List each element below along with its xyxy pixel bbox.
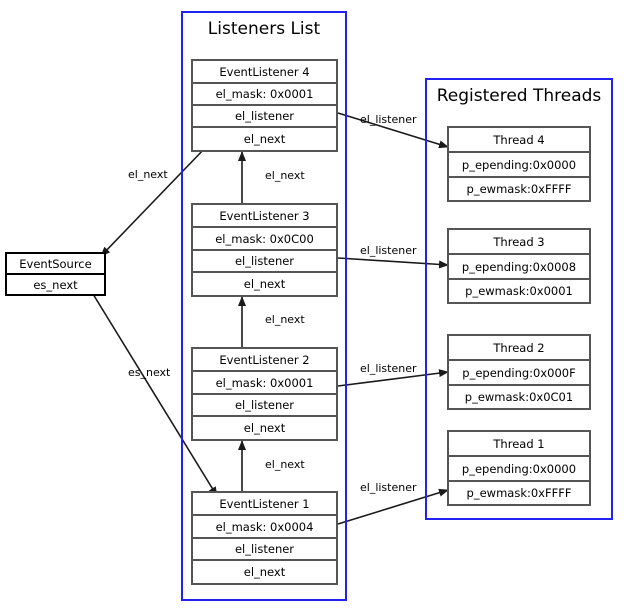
event-listener-4-el-next: el_next xyxy=(193,128,336,150)
event-source-box[interactable]: EventSource es_next xyxy=(5,252,106,296)
edge-label-es-next: es_next xyxy=(128,366,171,379)
event-listener-3-el-listener: el_listener xyxy=(193,251,336,273)
event-listener-4-el-listener: el_listener xyxy=(193,106,336,128)
event-listener-2-box[interactable]: EventListener 2 el_mask: 0x0001 el_liste… xyxy=(191,347,338,441)
event-listener-2-title: EventListener 2 xyxy=(193,349,336,372)
listeners-list-title: Listeners List xyxy=(207,19,321,39)
event-listener-1-el-next: el_next xyxy=(193,561,336,583)
event-listener-1-el-mask: el_mask: 0x0004 xyxy=(193,516,336,539)
event-listener-3-title: EventListener 3 xyxy=(193,205,336,228)
edge-label-el-listener-1: el_listener xyxy=(360,481,417,494)
event-listener-4-title: EventListener 4 xyxy=(193,61,336,84)
thread-3-p-ewmask: p_ewmask:0x0001 xyxy=(449,280,589,302)
thread-3-box[interactable]: Thread 3 p_epending:0x0008 p_ewmask:0x00… xyxy=(447,228,591,304)
edge-label-el-listener-4: el_listener xyxy=(360,113,417,126)
thread-2-p-epending: p_epending:0x000F xyxy=(449,361,589,386)
thread-2-p-ewmask: p_ewmask:0x0C01 xyxy=(449,386,589,408)
thread-3-p-epending: p_epending:0x0008 xyxy=(449,255,589,280)
edge-label-el-next-4-to-source: el_next xyxy=(128,168,168,181)
thread-1-box[interactable]: Thread 1 p_epending:0x0000 p_ewmask:0xFF… xyxy=(447,430,591,506)
event-listener-2-el-listener: el_listener xyxy=(193,395,336,417)
edge-label-el-next-1-to-2: el_next xyxy=(265,458,305,471)
event-listener-4-el-mask: el_mask: 0x0001 xyxy=(193,84,336,106)
thread-4-p-ewmask: p_ewmask:0xFFFF xyxy=(449,178,589,200)
event-source-title: EventSource xyxy=(7,254,104,275)
edge-label-el-next-2-to-3: el_next xyxy=(265,313,305,326)
thread-4-box[interactable]: Thread 4 p_epending:0x0000 p_ewmask:0xFF… xyxy=(447,126,591,202)
edge-label-el-next-3-to-4: el_next xyxy=(265,169,305,182)
event-source-field-es-next: es_next xyxy=(7,275,104,294)
registered-threads-title: Registered Threads xyxy=(436,86,602,106)
event-listener-1-title: EventListener 1 xyxy=(193,493,336,516)
thread-3-title: Thread 3 xyxy=(449,230,589,255)
edge-label-el-listener-2: el_listener xyxy=(360,362,417,375)
thread-1-p-epending: p_epending:0x0000 xyxy=(449,457,589,482)
registered-threads-group xyxy=(425,78,613,520)
event-listener-2-el-next: el_next xyxy=(193,417,336,439)
edge-label-el-listener-3: el_listener xyxy=(360,244,417,257)
thread-2-box[interactable]: Thread 2 p_epending:0x000F p_ewmask:0x0C… xyxy=(447,334,591,410)
thread-1-p-ewmask: p_ewmask:0xFFFF xyxy=(449,482,589,504)
listeners-list-group xyxy=(181,11,347,601)
event-listener-3-box[interactable]: EventListener 3 el_mask: 0x0C00 el_liste… xyxy=(191,203,338,297)
thread-2-title: Thread 2 xyxy=(449,336,589,361)
event-listener-4-box[interactable]: EventListener 4 el_mask: 0x0001 el_liste… xyxy=(191,59,338,152)
event-listener-2-el-mask: el_mask: 0x0001 xyxy=(193,372,336,395)
event-listener-3-el-mask: el_mask: 0x0C00 xyxy=(193,228,336,251)
event-listener-1-el-listener: el_listener xyxy=(193,539,336,561)
thread-4-title: Thread 4 xyxy=(449,128,589,153)
thread-1-title: Thread 1 xyxy=(449,432,589,457)
event-listener-3-el-next: el_next xyxy=(193,273,336,295)
event-listener-1-box[interactable]: EventListener 1 el_mask: 0x0004 el_liste… xyxy=(191,491,338,585)
thread-4-p-epending: p_epending:0x0000 xyxy=(449,153,589,178)
